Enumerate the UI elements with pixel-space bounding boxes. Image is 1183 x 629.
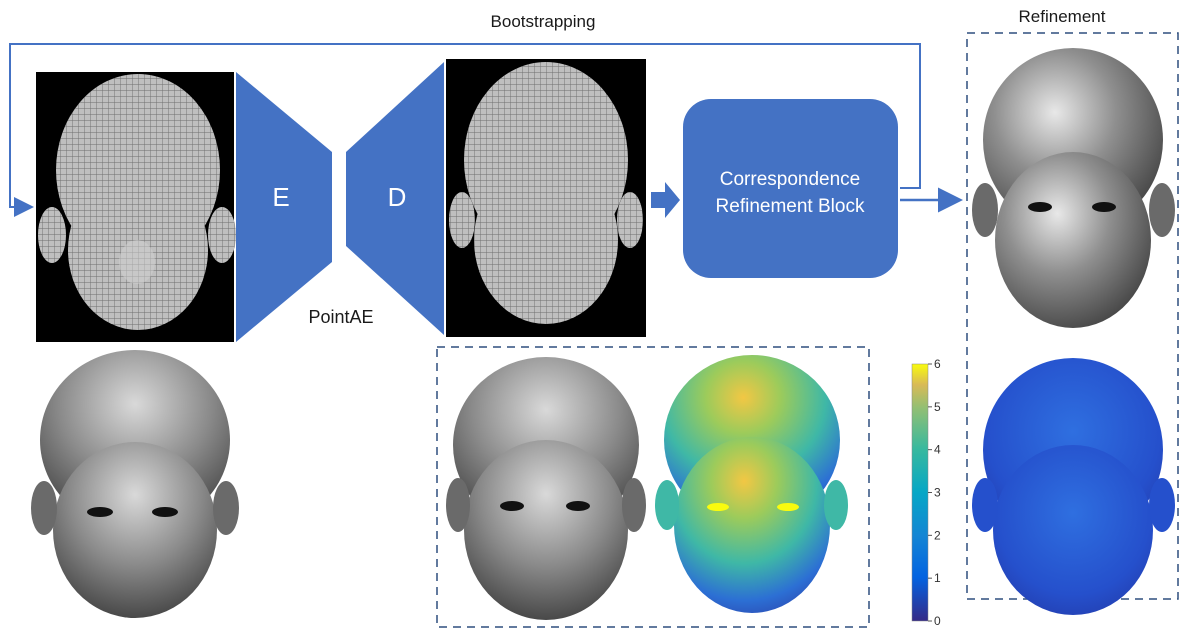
to-block-arrow (651, 182, 680, 218)
refined-shaded-head-icon (972, 48, 1175, 328)
bootstrapped-shaded-head-icon (446, 357, 646, 620)
bootstrapping-title: Bootstrapping (491, 12, 596, 31)
colorbar-tick-label: 1 (934, 571, 941, 585)
input-wireframe-panel (36, 72, 236, 342)
block-label-line1: Correspondence (720, 169, 860, 190)
colorbar-tick-label: 3 (934, 486, 941, 500)
pointae-label: PointAE (308, 307, 373, 327)
colorbar-tick-label: 0 (934, 614, 941, 628)
decoder-label: D (388, 182, 407, 212)
colorbar-tick-label: 2 (934, 528, 941, 542)
refinement-title: Refinement (1019, 7, 1106, 26)
colorbar-tick-label: 4 (934, 443, 941, 457)
initial-shaded-head-icon (31, 350, 239, 618)
colorbar: 0 1 2 3 4 5 6 (912, 357, 941, 628)
encoder-label: E (272, 182, 289, 212)
bootstrapped-error-heatmap-icon (655, 355, 848, 613)
block-label-line2: Refinement Block (716, 196, 865, 217)
colorbar-tick-label: 6 (934, 357, 941, 371)
colorbar-tick-label: 5 (934, 400, 941, 414)
output-wireframe-panel (446, 59, 646, 337)
colorbar-ticks: 0 1 2 3 4 5 6 (928, 357, 941, 628)
refined-error-heatmap-icon (972, 358, 1175, 615)
